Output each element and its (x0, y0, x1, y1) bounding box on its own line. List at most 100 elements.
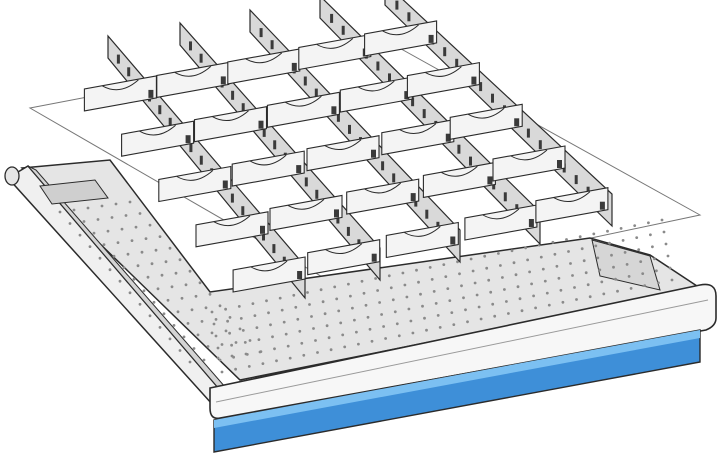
perforation-dot (411, 331, 415, 335)
perforation-dot (314, 339, 317, 342)
perforation-dot (608, 241, 611, 245)
cross-divider-notch (245, 52, 283, 64)
perforation-dot (446, 287, 450, 290)
perforation-dot (108, 268, 112, 272)
cross-divider-slot (599, 201, 605, 210)
perforation-dot (144, 237, 148, 241)
perforation-dot (623, 251, 627, 254)
perforation-dot (466, 320, 469, 324)
divider-slot (422, 109, 426, 119)
divider-slot (270, 40, 274, 50)
perforation-dot (627, 275, 631, 278)
cross-divider-slot (528, 219, 534, 227)
divider-slot (376, 61, 380, 71)
perforation-dot (148, 223, 152, 227)
perforation-dot (378, 301, 381, 304)
front-label-strip-highlight (214, 330, 700, 428)
perforation-dot (158, 326, 162, 329)
perforation-dot (629, 287, 633, 290)
perforation-dot (543, 279, 547, 283)
perforation-dot (58, 210, 62, 214)
perforation-dot (423, 316, 426, 320)
perforation-dot (430, 278, 434, 281)
divider-slot (116, 54, 120, 64)
divider-slot (407, 12, 411, 22)
perforation-dot (621, 239, 625, 242)
cross-divider-notch (510, 149, 548, 161)
perforation-dot (580, 247, 584, 251)
perforation-dot (366, 315, 370, 319)
perforation-dot (425, 328, 428, 332)
perforation-dot (136, 264, 140, 268)
perforation-dot (557, 276, 561, 280)
cross-divider-slot (404, 91, 410, 100)
perforation-dot (469, 257, 473, 261)
perforation-dot (499, 264, 502, 267)
cross-divider (193, 106, 268, 143)
perforation-dot (134, 225, 138, 229)
perforation-dot (210, 310, 214, 314)
perforation-dot (507, 312, 510, 315)
perforation-dot (172, 324, 176, 327)
cross-divider-slot (331, 106, 337, 115)
divider-slot (341, 25, 345, 35)
perforation-dot (102, 243, 106, 247)
perforation-dot (284, 332, 288, 336)
perforation-dot (444, 275, 448, 278)
divider-slot (392, 173, 396, 183)
perforation-dot (130, 239, 134, 243)
perforation-dot (170, 285, 174, 289)
divider-slot (330, 13, 334, 23)
perforation-dot (86, 206, 90, 210)
divider-slot (273, 140, 277, 150)
perforation-dot (417, 280, 420, 284)
divider-slot (457, 144, 461, 154)
perforation-dot (349, 294, 352, 298)
perforation-dot (114, 202, 118, 206)
perforation-dot (255, 326, 259, 329)
perforation-dot (559, 288, 563, 292)
perforation-dot (218, 304, 222, 308)
divider-slot (574, 175, 578, 185)
perforation-dot (376, 289, 379, 292)
cross-divider-slot (220, 76, 226, 85)
perforation-dot (327, 336, 331, 340)
perforation-dot (160, 273, 164, 277)
perforation-dot (150, 262, 154, 266)
perforation-dot (306, 291, 309, 294)
perforation-dot (475, 293, 479, 297)
perforation-dot (489, 290, 493, 294)
perforation-dot (616, 289, 619, 293)
perforation-dot (162, 312, 166, 316)
rail-knob (4, 166, 20, 186)
perforation-dot (596, 256, 600, 260)
perforation-dot (269, 323, 272, 327)
perforation-dot (395, 322, 399, 326)
perforation-dot (98, 256, 102, 260)
perforation-dot (100, 204, 104, 208)
perforation-dot (282, 320, 286, 324)
perforation-dot (300, 341, 304, 345)
cross-divider-slot (334, 209, 339, 218)
perforation-dot (228, 331, 232, 335)
perforation-dot (178, 349, 182, 352)
perforation-dot (384, 337, 387, 340)
perforation-dot (166, 298, 170, 302)
perforation-dot (182, 335, 186, 339)
perforation-dot (534, 306, 537, 310)
perforation-dot (286, 344, 290, 348)
divider-slot (395, 0, 399, 10)
perforation-dot (333, 285, 337, 289)
perforation-dot (339, 321, 343, 325)
perforation-dot (251, 302, 255, 305)
perforation-dot (473, 281, 477, 285)
perforation-dot (188, 269, 192, 273)
perforation-dot (241, 329, 245, 332)
perforation-dot (122, 266, 126, 270)
perforation-dot (586, 283, 590, 287)
perforation-dot (302, 353, 306, 357)
cross-divider-slot (471, 76, 477, 85)
divider-slot (526, 128, 530, 138)
perforation-dot (614, 277, 617, 281)
